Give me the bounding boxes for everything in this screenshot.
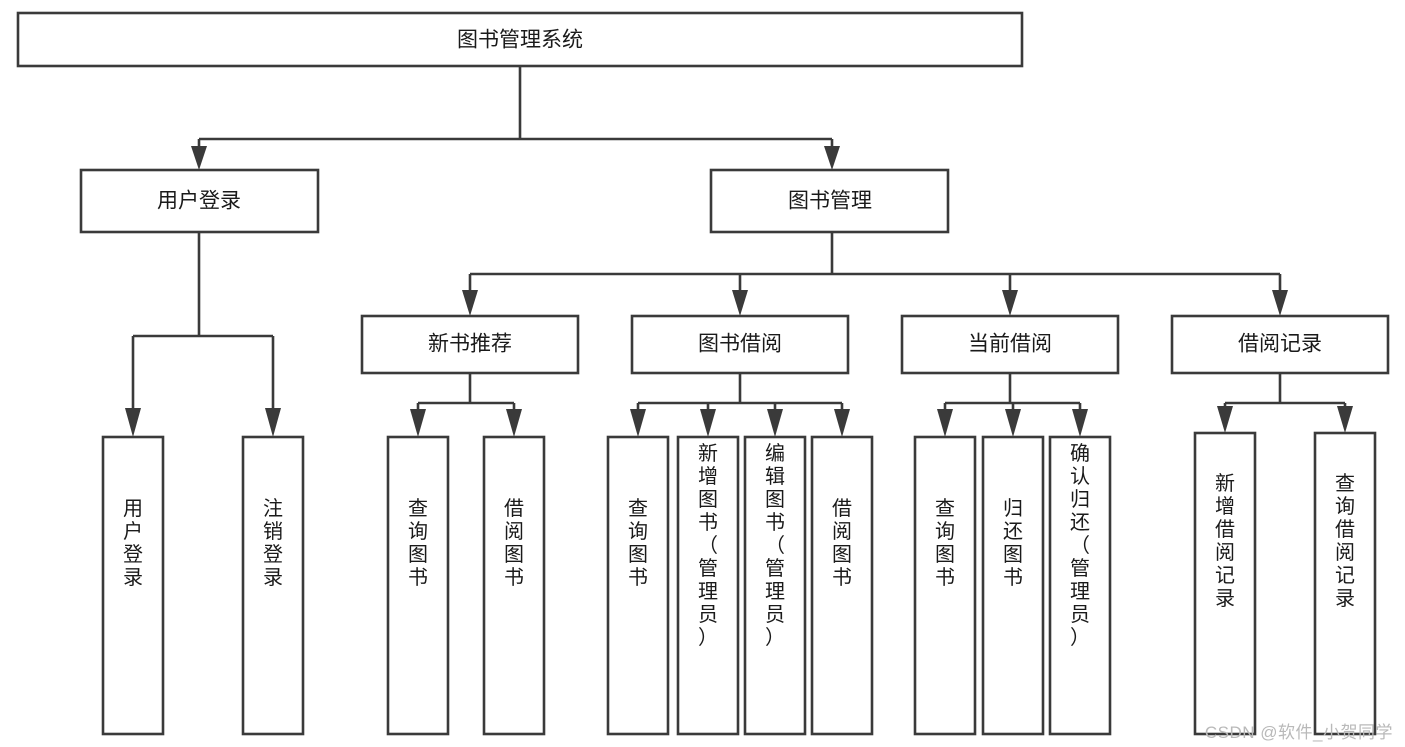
connector-borrowrecord-to-leaves <box>1217 373 1353 433</box>
node-book-borrow-label: 图书借阅 <box>698 333 782 356</box>
node-leaf-query-book-3[interactable]: 查询图书 <box>913 435 977 736</box>
node-leaf-return-book-label: 归还图书 <box>1003 497 1023 589</box>
node-root-label: 图书管理系统 <box>457 29 583 52</box>
node-current-borrow-label: 当前借阅 <box>968 333 1052 356</box>
node-leaf-borrow-book-2-label: 借阅图书 <box>832 497 852 589</box>
connector-root-to-level2 <box>191 66 840 170</box>
node-leaf-borrow-book-1-label: 借阅图书 <box>504 497 524 589</box>
node-leaf-query-book-2-label: 查询图书 <box>628 497 648 589</box>
node-leaf-logout-login[interactable]: 注销登录 <box>241 435 305 736</box>
node-new-book-recommend[interactable]: 新书推荐 <box>360 314 580 375</box>
node-book-manage[interactable]: 图书管理 <box>709 168 950 234</box>
connector-currentborrow-to-leaves <box>937 373 1088 437</box>
connector-bookborrow-to-leaves <box>630 373 850 437</box>
node-borrow-record[interactable]: 借阅记录 <box>1170 314 1390 375</box>
node-leaf-return-book[interactable]: 归还图书 <box>981 435 1045 736</box>
node-leaf-confirm-return[interactable]: 确认归还（管理员） <box>1048 435 1112 736</box>
connector-bookmanage-to-level3 <box>462 232 1288 316</box>
node-book-manage-label: 图书管理 <box>788 190 872 213</box>
node-leaf-query-book-3-label: 查询图书 <box>935 497 955 589</box>
node-user-login-label: 用户登录 <box>157 190 241 213</box>
node-root[interactable]: 图书管理系统 <box>16 11 1024 68</box>
node-leaf-query-book-1[interactable]: 查询图书 <box>386 435 450 736</box>
node-leaf-confirm-return-label: 确认归还（管理员） <box>1070 442 1090 649</box>
node-leaf-add-record[interactable]: 新增借阅记录 <box>1193 431 1257 736</box>
node-leaf-user-login-label: 用户登录 <box>123 498 143 589</box>
node-leaf-logout-login-label: 注销登录 <box>263 497 283 589</box>
node-leaf-borrow-book-2[interactable]: 借阅图书 <box>810 435 874 736</box>
node-leaf-add-book[interactable]: 新增图书（管理员） <box>676 435 740 736</box>
node-leaf-query-book-2[interactable]: 查询图书 <box>606 435 670 736</box>
node-leaf-edit-book-label: 编辑图书（管理员） <box>765 442 785 649</box>
connector-newbook-to-leaves <box>410 373 522 437</box>
node-leaf-edit-book[interactable]: 编辑图书（管理员） <box>743 435 807 736</box>
node-leaf-add-book-label: 新增图书（管理员） <box>698 442 718 649</box>
node-book-borrow[interactable]: 图书借阅 <box>630 314 850 375</box>
csdn-watermark: CSDN @软件_小贺同学 <box>1204 723 1393 742</box>
node-leaf-borrow-book-1[interactable]: 借阅图书 <box>482 435 546 736</box>
connector-userlogin-to-leaves <box>125 232 281 437</box>
node-leaf-query-book-1-label: 查询图书 <box>408 497 428 589</box>
node-current-borrow[interactable]: 当前借阅 <box>900 314 1120 375</box>
node-new-book-recommend-label: 新书推荐 <box>428 333 512 356</box>
node-borrow-record-label: 借阅记录 <box>1238 333 1322 356</box>
node-leaf-user-login[interactable]: 用户登录 <box>101 435 165 736</box>
node-leaf-add-record-label: 新增借阅记录 <box>1215 472 1235 610</box>
node-leaf-query-record-label: 查询借阅记录 <box>1335 472 1355 610</box>
node-leaf-query-record[interactable]: 查询借阅记录 <box>1313 431 1377 736</box>
node-user-login[interactable]: 用户登录 <box>79 168 320 234</box>
